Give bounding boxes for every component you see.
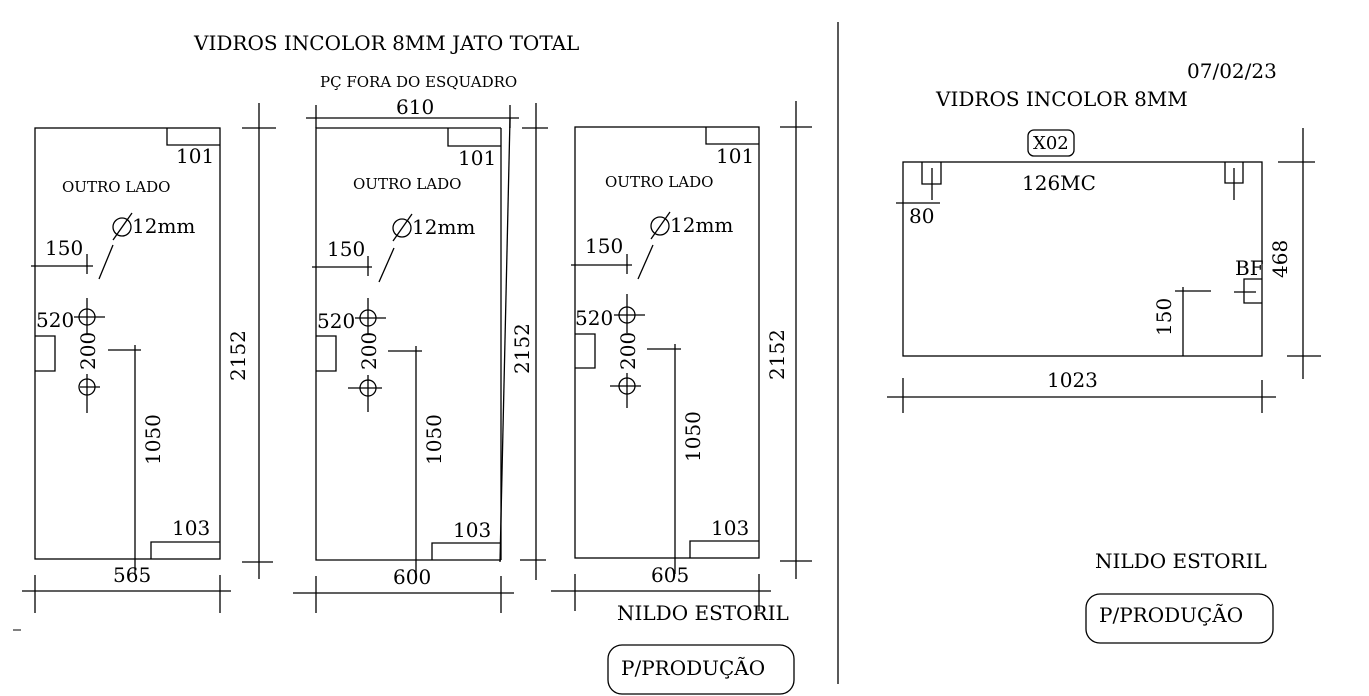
panel-outline bbox=[574, 126, 760, 559]
dim-150-label: 150 bbox=[327, 237, 365, 261]
width-label: 565 bbox=[113, 563, 151, 587]
dim-200-label: 200 bbox=[76, 332, 100, 370]
diameter-slash bbox=[392, 213, 413, 242]
dim-200-label: 200 bbox=[616, 332, 640, 370]
width-label: 605 bbox=[651, 563, 689, 587]
glass-panel-2: 610 101 103 OUTRO LADO 12mm 150 520 200 … bbox=[293, 95, 548, 613]
corner-notch-top bbox=[447, 128, 501, 147]
side-label: OUTRO LADO bbox=[605, 173, 713, 191]
corner-notch-bottom bbox=[431, 542, 500, 560]
piece-code: X02 bbox=[1033, 133, 1069, 154]
piece-outline bbox=[902, 161, 1263, 357]
corner-notch-top bbox=[166, 128, 220, 146]
panel-outline bbox=[34, 127, 221, 560]
out-of-square-edge bbox=[499, 117, 511, 563]
left-production-stamp-frame bbox=[607, 644, 795, 695]
diameter-icon bbox=[650, 216, 670, 236]
height-label: 468 bbox=[1268, 240, 1292, 278]
left-production-stamp: P/PRODUÇÃO bbox=[621, 656, 765, 680]
hole-leader bbox=[637, 244, 654, 280]
hole-leader bbox=[378, 247, 395, 283]
dim-1050-label: 1050 bbox=[141, 414, 165, 465]
corner-notch-top bbox=[705, 127, 759, 145]
side-label: OUTRO LADO bbox=[62, 178, 170, 196]
piece-code-frame bbox=[1027, 129, 1075, 157]
corner-top-label: 101 bbox=[176, 144, 214, 168]
glass-panel-1: 101 103 OUTRO LADO 12mm 150 520 200 1050… bbox=[22, 103, 276, 613]
hinge-cutout bbox=[35, 335, 56, 372]
left-client-name: NILDO ESTORIL bbox=[617, 601, 789, 625]
right-client-name: NILDO ESTORIL bbox=[1095, 549, 1267, 573]
right-production-stamp: P/PRODUÇÃO bbox=[1099, 603, 1243, 627]
diameter-slash bbox=[112, 212, 133, 241]
corner-bottom-label: 103 bbox=[711, 516, 749, 540]
cut-label: 126MC bbox=[1022, 171, 1096, 195]
corner-notch-bottom bbox=[689, 540, 759, 558]
height-label: 2152 bbox=[765, 329, 789, 380]
width-label: 1023 bbox=[1047, 368, 1098, 392]
right-title: VIDROS INCOLOR 8MM bbox=[935, 87, 1188, 111]
height-label: 2152 bbox=[510, 323, 534, 374]
hinge-cutout bbox=[316, 335, 337, 372]
hole-leader bbox=[98, 244, 114, 280]
panel-outline bbox=[315, 127, 501, 561]
bf-notch bbox=[1243, 278, 1262, 304]
hinge-cutout bbox=[575, 333, 596, 369]
width-label: 600 bbox=[393, 565, 431, 589]
side-label: OUTRO LADO bbox=[353, 175, 461, 193]
corner-notch-bottom bbox=[150, 541, 220, 559]
dim-1050-label: 1050 bbox=[422, 414, 446, 465]
right-production-stamp-frame bbox=[1085, 593, 1274, 644]
corner-bottom-label: 103 bbox=[453, 518, 491, 542]
dim-520-label: 520 bbox=[575, 306, 613, 330]
dim-1050-label: 1050 bbox=[681, 411, 705, 462]
dim-520-label: 520 bbox=[317, 309, 355, 333]
glass-panel-3: 101 103 OUTRO LADO 12mm 150 520 200 1050… bbox=[551, 101, 812, 611]
diameter-icon bbox=[392, 218, 412, 238]
corner-bottom-label: 103 bbox=[172, 516, 210, 540]
corner-top-label: 101 bbox=[458, 146, 496, 170]
dim-150-label: 150 bbox=[585, 234, 623, 258]
out-of-square-note: PÇ FORA DO ESQUADRO bbox=[320, 73, 517, 91]
hole-diameter-label: 12mm bbox=[132, 214, 195, 238]
height-label: 2152 bbox=[226, 330, 250, 381]
glass-piece-x02: 126MC 80 BF 150 bbox=[896, 161, 1264, 357]
corner-top-label: 101 bbox=[716, 144, 754, 168]
left-title: VIDROS INCOLOR 8MM JATO TOTAL bbox=[193, 31, 579, 55]
dim-520-label: 520 bbox=[36, 308, 74, 332]
top-width-label: 610 bbox=[396, 95, 434, 119]
diameter-slash bbox=[650, 211, 671, 240]
dim-200-label: 200 bbox=[357, 332, 381, 370]
dim-80-label: 80 bbox=[909, 204, 934, 228]
hole-diameter-label: 12mm bbox=[412, 215, 475, 239]
hole-diameter-label: 12mm bbox=[670, 213, 733, 237]
right-date: 07/02/23 bbox=[1187, 59, 1277, 83]
dim-150-label: 150 bbox=[1152, 298, 1176, 336]
diameter-icon bbox=[112, 217, 132, 237]
bf-label: BF bbox=[1235, 256, 1264, 280]
dim-150-label: 150 bbox=[45, 236, 83, 260]
